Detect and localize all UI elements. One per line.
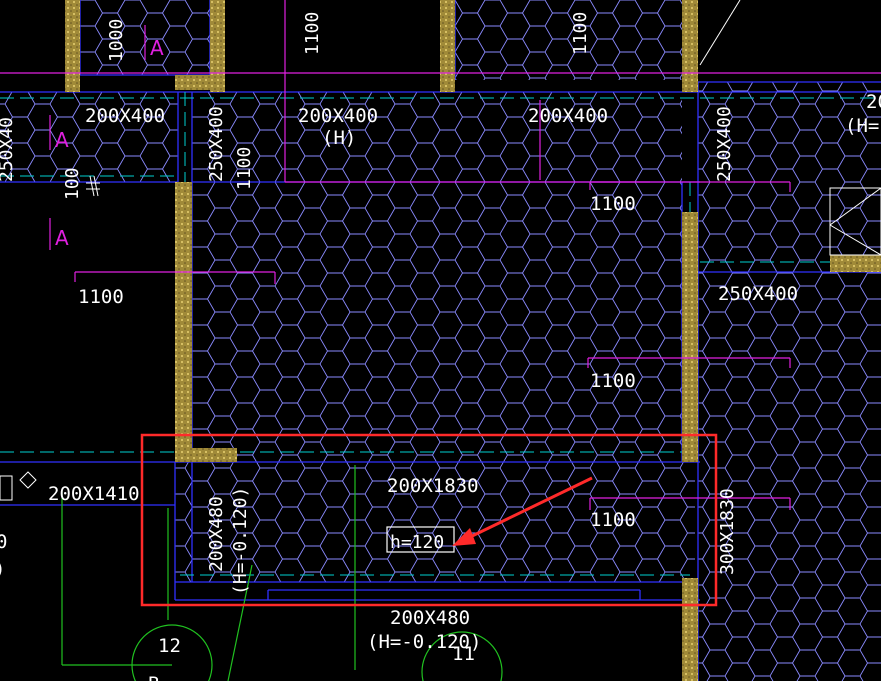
beam-label-200x400-mid: 200X400 bbox=[298, 105, 378, 127]
red-arrow bbox=[452, 476, 593, 546]
beam-label-top-right: 20 bbox=[866, 91, 881, 113]
section-mark-a1: A bbox=[55, 128, 69, 152]
labels: 200X400 200X400 (H) 200X400 20 (H=- 250X… bbox=[0, 12, 881, 681]
slab-thickness-label: h=120 bbox=[390, 532, 444, 553]
beam-label-200x480-vertical: 200X480 bbox=[206, 496, 227, 572]
dimension-lines bbox=[0, 0, 881, 510]
cut-label-paren: ) bbox=[0, 558, 5, 580]
beam-label-200x480-bottom: 200X480 bbox=[390, 607, 470, 629]
beam-label-250x400-c: 250X400 bbox=[718, 283, 798, 305]
slab-thickness-tag[interactable]: h=120 bbox=[386, 526, 455, 553]
dim-label-1100-vertical-left: 1100 bbox=[234, 147, 255, 190]
axis-label-12: 12 bbox=[158, 635, 181, 657]
dim-label-1000: 1000 bbox=[106, 19, 127, 62]
beam-label-200x1830: 200X1830 bbox=[387, 475, 479, 497]
stair-symbol bbox=[699, 0, 881, 256]
dim-label-1100-left: 1100 bbox=[78, 286, 124, 308]
section-mark-a2: A bbox=[55, 226, 69, 250]
highlight-box bbox=[140, 433, 718, 607]
beam-label-250x400-a: 250X400 bbox=[206, 106, 227, 182]
dim-label-1100-r3: 1100 bbox=[590, 509, 636, 531]
cut-label-0: 0 bbox=[0, 531, 7, 553]
beam-label-200x400-right: 200X400 bbox=[528, 105, 608, 127]
dim-label-1100-r2: 1100 bbox=[590, 370, 636, 392]
beam-label-top-right-h: (H=- bbox=[845, 115, 881, 137]
beam-label-200x400-left: 200X400 bbox=[85, 105, 165, 127]
dim-label-1100-r1: 1100 bbox=[590, 193, 636, 215]
axis-label-11: 11 bbox=[452, 643, 475, 665]
beam-label-300x1830: 300X1830 bbox=[717, 488, 738, 575]
beam-label-200x400-mid-h: (H) bbox=[322, 127, 356, 149]
axis-label-b: B bbox=[148, 673, 159, 681]
section-mark-a3: A bbox=[150, 36, 164, 60]
axis-lines bbox=[61, 465, 503, 681]
dim-label-1100-top-right: 1100 bbox=[570, 12, 591, 55]
dim-label-1100-top-mid: 1100 bbox=[302, 12, 323, 55]
beam-label-200x480-vertical-h: (H=-0.120) bbox=[230, 487, 251, 595]
dim-label-100: 100 bbox=[62, 167, 83, 200]
beam-label-250x400-b: 250X400 bbox=[714, 106, 735, 182]
beam-label-250x400-left-edge: 250X40 bbox=[0, 117, 17, 182]
beam-label-200x480-bottom-h: (H=-0.120) bbox=[367, 631, 481, 653]
beam-label-200x1410: 200X1410 bbox=[48, 483, 140, 505]
left-symbols bbox=[0, 175, 100, 501]
